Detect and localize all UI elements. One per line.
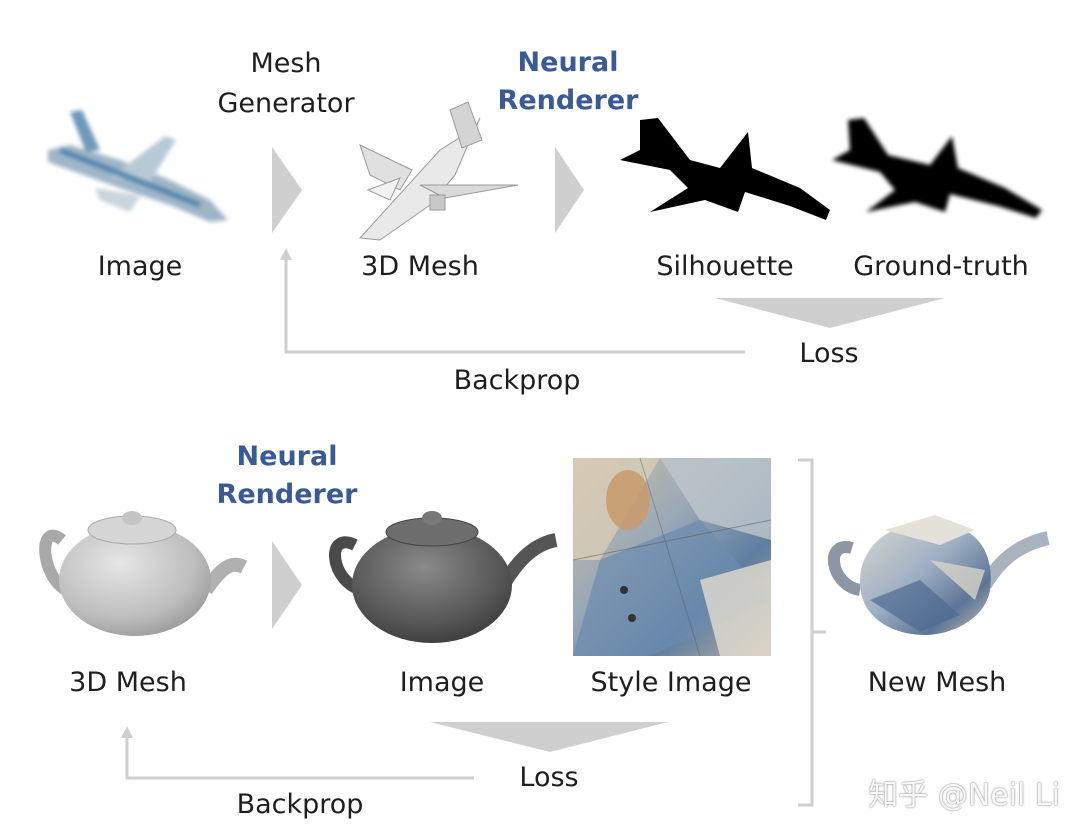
label-silhouette: Silhouette (656, 251, 794, 282)
label-image-top: Image (97, 251, 183, 282)
teapot-3d-mesh (39, 511, 248, 636)
style-image-painting (572, 457, 772, 657)
neural-renderer-bottom-line1: Neural (236, 441, 338, 472)
label-image-bottom: Image (399, 667, 485, 698)
mesh-airplane (358, 101, 519, 241)
label-new-mesh: New Mesh (867, 667, 1007, 698)
mesh-generator-label: Mesh Generator (217, 44, 354, 124)
loss-chevron-bottom (430, 722, 668, 752)
neural-renderer-top-line1: Neural (517, 47, 619, 78)
backprop-line-top (284, 258, 745, 354)
teapot-rendered-image (329, 511, 558, 643)
backprop-arrowhead-top (280, 248, 292, 260)
label-loss-top: Loss (799, 338, 859, 369)
ground-truth-airplane (832, 118, 1042, 218)
backprop-arrowhead-bottom (121, 726, 133, 738)
label-ground-truth: Ground-truth (853, 251, 1029, 282)
label-backprop-top: Backprop (453, 365, 581, 396)
bracket (798, 458, 814, 807)
mesh-generator-line2: Generator (217, 88, 355, 119)
silhouette-airplane (620, 118, 830, 220)
loss-chevron-top (715, 298, 945, 328)
label-3d-mesh-top: 3D Mesh (361, 251, 479, 282)
neural-renderer-label-bottom: Neural Renderer (217, 438, 358, 514)
watermark: 知乎 @Neil Li (868, 778, 1060, 813)
neural-renderer-top-line2: Renderer (497, 85, 639, 116)
backprop-line-bottom (125, 736, 474, 780)
label-loss-bottom: Loss (519, 762, 579, 793)
mesh-generator-line1: Mesh (250, 48, 322, 79)
neural-renderer-bottom-line2: Renderer (216, 479, 358, 510)
arrow-mesh-generator (272, 147, 302, 233)
arrow-neural-renderer (555, 147, 584, 233)
neural-renderer-label-top: Neural Renderer (498, 44, 639, 120)
label-style-image: Style Image (590, 667, 752, 698)
teapot-new-mesh (827, 515, 1050, 635)
label-3d-mesh-bottom: 3D Mesh (69, 667, 187, 698)
input-airplane-image (48, 110, 228, 222)
arrow-neural-renderer-bottom (272, 541, 302, 629)
label-backprop-bottom: Backprop (236, 789, 364, 820)
